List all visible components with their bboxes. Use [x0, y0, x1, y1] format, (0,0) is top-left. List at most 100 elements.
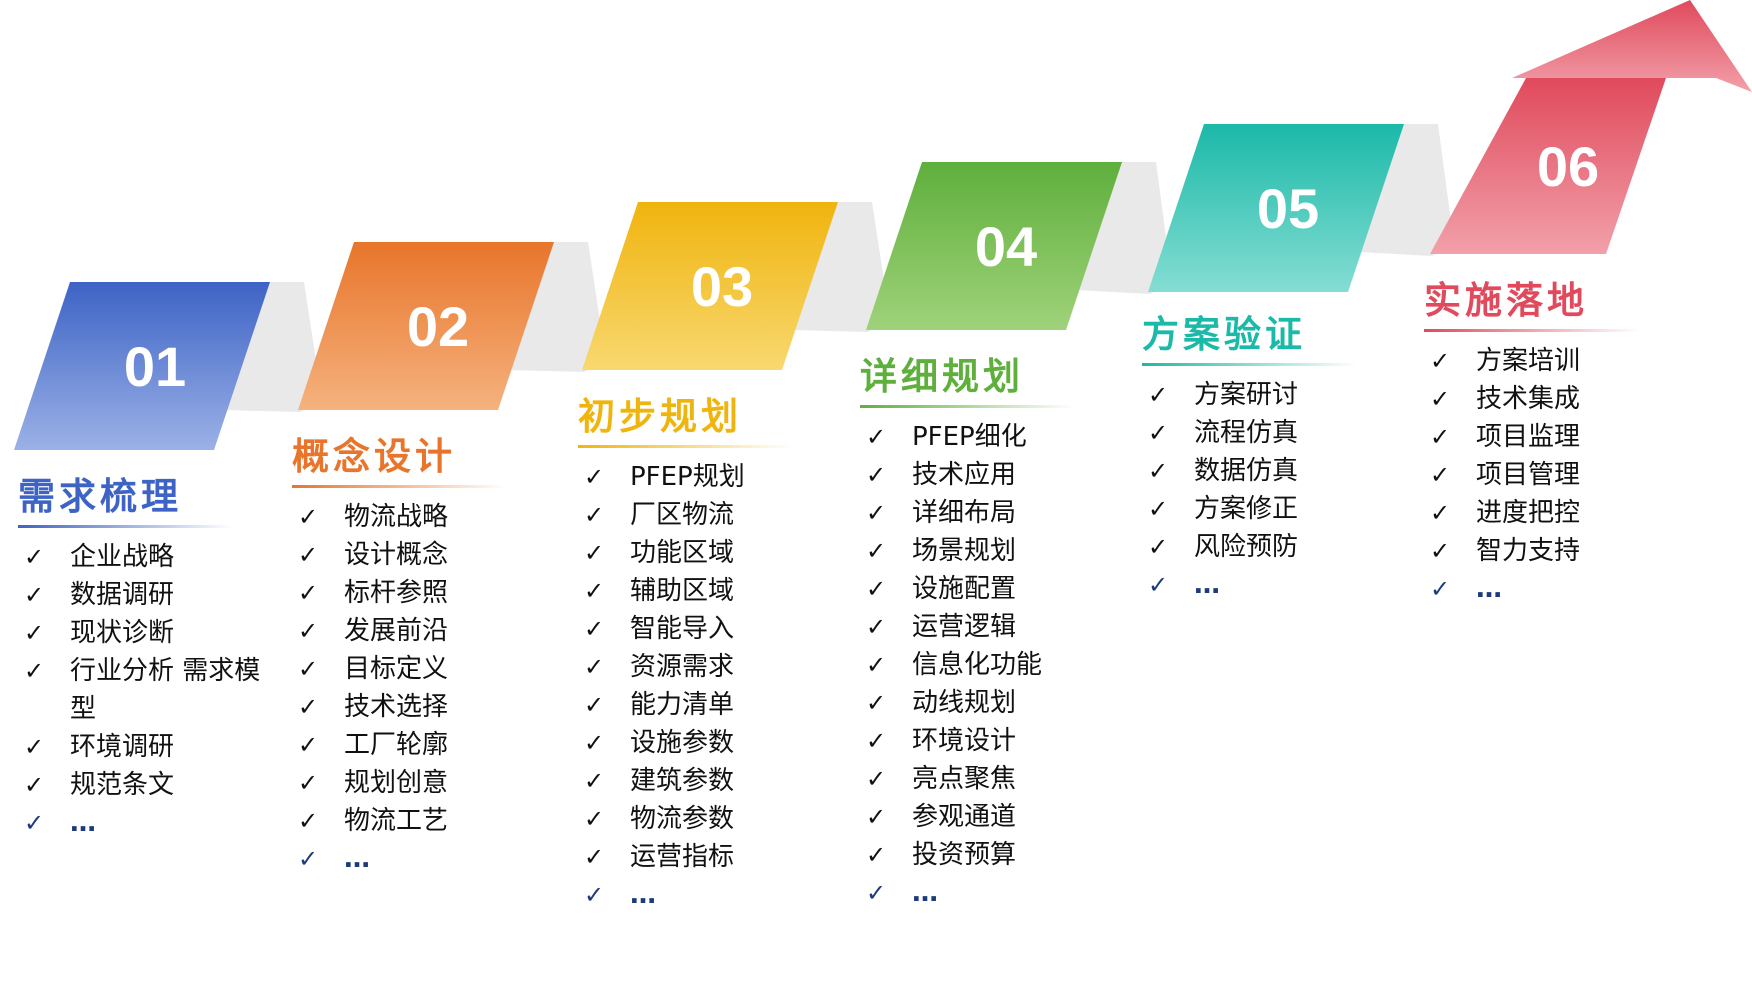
list-item: ✓ 规范条文	[18, 766, 285, 804]
list-item-label: 工厂轮廓	[344, 730, 449, 760]
list-item-label: 设计概念	[344, 540, 449, 570]
list-item-label: 规划创意	[344, 768, 449, 798]
list-item: ✓流程仿真	[1142, 414, 1409, 452]
list-item-label: 技术集成	[1476, 384, 1581, 414]
list-item-label: 标杆参照	[344, 578, 449, 608]
list-item-label: 方案培训	[1476, 346, 1581, 376]
check-icon: ✓	[298, 845, 319, 873]
step-number-01: 01	[124, 335, 186, 398]
check-icon: ✓	[1430, 499, 1451, 527]
list-item: ✓信息化功能	[860, 646, 1127, 684]
step-block-03	[582, 202, 838, 370]
list-item: ✓ 项目监理	[1424, 418, 1691, 456]
list-item: ✓运营逻辑	[860, 608, 1127, 646]
check-icon: ✓	[298, 503, 319, 531]
check-icon: ✓	[1430, 385, 1451, 413]
list-item-label: 运营指标	[630, 842, 735, 872]
step-block-02	[298, 242, 554, 410]
check-icon: ✓	[298, 541, 319, 569]
check-icon: ✓	[584, 463, 605, 491]
check-icon: ✓	[866, 537, 887, 565]
arrow-up-icon	[1512, 0, 1752, 92]
list-item: ✓PFEP细化	[860, 418, 1127, 456]
list-item-label: 运营逻辑	[912, 612, 1017, 642]
check-icon: ✓	[584, 653, 605, 681]
list-item: ✓资源需求	[578, 648, 845, 686]
list-item-label: 方案研讨	[1194, 380, 1299, 410]
list-item: ✓ 详细布局	[860, 494, 1127, 532]
list-item-label: 投资预算	[912, 840, 1017, 870]
stage-item-list: ✓PFEP规划✓厂区物流✓功能区域✓辅助区域✓智能导入✓资源需求✓能力清单✓设施…	[578, 458, 845, 914]
list-item-label: PFEP细化	[912, 422, 1027, 452]
list-item: ✓亮点聚焦	[860, 760, 1127, 798]
check-icon: ✓	[298, 731, 319, 759]
stage-item-list: ✓方案培训✓技术集成✓项目监理✓项目管理✓进度把控✓智力支持✓…	[1424, 342, 1691, 608]
list-item: ✓ 标杆参照	[292, 574, 559, 612]
stage-divider	[18, 525, 233, 528]
list-item: ✓技术应用	[860, 456, 1127, 494]
stage-title: 初步规划	[578, 395, 742, 438]
check-icon: ✓	[866, 841, 887, 869]
connector-band	[1358, 124, 1454, 256]
step-block-05	[1148, 124, 1404, 292]
stage-item-list: ✓方案研讨✓流程仿真✓数据仿真✓方案修正✓风险预防✓…	[1142, 376, 1409, 604]
list-item-label: 发展前沿	[344, 616, 449, 646]
list-item-label: 场景规划	[912, 536, 1017, 566]
check-icon: ✓	[866, 727, 887, 755]
list-item: ✓智能导入	[578, 610, 845, 648]
list-item-label: 物流工艺	[344, 806, 449, 836]
list-item-label: 辅助区域	[630, 576, 735, 606]
check-icon: ✓	[1430, 347, 1451, 375]
check-icon: ✓	[1430, 575, 1451, 603]
check-icon: ✓	[24, 771, 45, 799]
list-item: ✓ 辅助区域	[578, 572, 845, 610]
list-item: ✓项目管理	[1424, 456, 1691, 494]
list-item-label: 物流参数	[630, 804, 735, 834]
check-icon: ✓	[866, 765, 887, 793]
list-item-label: 设施参数	[630, 728, 735, 758]
check-icon: ✓	[584, 577, 605, 605]
check-icon: ✓	[24, 581, 45, 609]
check-icon: ✓	[866, 689, 887, 717]
check-icon: ✓	[298, 579, 319, 607]
list-item: ✓ 物流参数	[578, 800, 845, 838]
check-icon: ✓	[584, 767, 605, 795]
step-block-01	[14, 282, 270, 450]
stage-item-list: ✓PFEP细化✓技术应用✓详细布局✓场景规划✓设施配置✓运营逻辑✓信息化功能✓动…	[860, 418, 1127, 912]
stage-divider	[292, 485, 507, 488]
connector-bands	[224, 124, 1454, 412]
check-icon: ✓	[24, 733, 45, 761]
list-item: ✓物流工艺	[292, 802, 559, 840]
check-icon: ✓	[1148, 457, 1169, 485]
list-item: ✓企业战略	[18, 538, 285, 576]
connector-band	[224, 282, 322, 412]
list-item: ✓环境调研	[18, 728, 285, 766]
check-icon: ✓	[1430, 423, 1451, 451]
list-item-label: PFEP规划	[630, 462, 745, 492]
list-item: ✓目标定义	[292, 650, 559, 688]
check-icon: ✓	[866, 499, 887, 527]
check-icon: ✓	[298, 769, 319, 797]
check-icon: ✓	[866, 575, 887, 603]
list-item-more: ✓…	[292, 840, 559, 878]
check-icon: ✓	[584, 501, 605, 529]
list-item-label: 规范条文	[70, 770, 175, 800]
list-item-label: 项目监理	[1476, 422, 1581, 452]
check-icon: ✓	[584, 805, 605, 833]
check-icon: ✓	[298, 617, 319, 645]
list-item-label: 详细布局	[912, 498, 1017, 528]
list-item-more: ✓…	[860, 874, 1127, 912]
step-number-06: 06	[1537, 135, 1599, 198]
list-item: ✓行业分析 需求模型	[18, 652, 285, 728]
list-item: ✓ 技术集成	[1424, 380, 1691, 418]
list-item-label: 技术应用	[912, 460, 1017, 490]
check-icon: ✓	[584, 539, 605, 567]
list-item: ✓ 设施配置	[860, 570, 1127, 608]
list-item: ✓厂区物流	[578, 496, 845, 534]
list-item: ✓方案研讨	[1142, 376, 1409, 414]
check-icon: ✓	[24, 543, 45, 571]
list-item-label: 设施配置	[912, 574, 1017, 604]
check-icon: ✓	[1148, 533, 1169, 561]
list-item-label: 智能导入	[630, 614, 735, 644]
